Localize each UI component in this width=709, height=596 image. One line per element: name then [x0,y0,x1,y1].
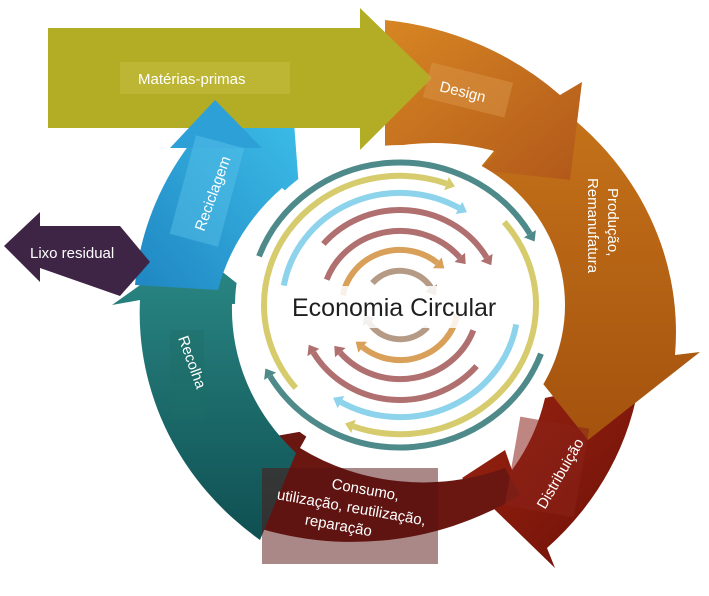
ring-arc [370,267,434,290]
reciclagem-label-box [169,135,245,247]
lixo-residual-arrow [4,212,150,296]
ring-sector-recolha [112,248,296,540]
ring-arrowhead [454,252,466,265]
lixo-residual-label: Lixo residual [30,245,114,262]
center-title-box [286,286,512,328]
ring-arrowhead [480,253,493,266]
center-title: Economia Circular [292,294,496,322]
ring-arrowhead [455,201,467,215]
ring-arc [280,189,461,287]
reciclagem-arrow-head [170,100,262,148]
ring-arc [339,246,440,297]
center-ring-arrows [256,159,544,451]
ring-arrowhead [333,395,345,409]
ring-arrowhead [307,344,320,357]
materias-primas-label: Matérias-primas [138,71,246,88]
ring-arrowhead [355,341,368,353]
ring-arc [267,352,544,451]
producao-label-line2: Remanufatura [584,178,601,274]
ring-arc [323,227,462,281]
materias-primas-arrow [48,8,432,150]
ring-arc [338,329,477,383]
ring-arc [321,207,490,260]
distribuicao-label-box [504,416,590,518]
recolha-label-box [170,330,204,420]
ring-arc [256,159,533,258]
ring-arrowhead [344,419,356,434]
ring-arrowhead [444,176,456,191]
consumo-label-box [262,468,438,564]
ring-arrowhead [523,230,536,242]
ring-arrowhead [334,345,346,358]
ring-arc [360,313,461,364]
ring-sector-producao [470,95,700,440]
ring-arc [366,320,430,343]
ring-arc [261,172,448,391]
ring-arrowhead [264,368,277,380]
ring-sector-reciclagem [135,96,300,290]
ring-arrowhead [432,257,445,269]
ring-arc [339,323,520,421]
design-label-box [422,62,514,118]
ring-arc [352,219,539,438]
producao-label-line1: Produção, [604,188,621,256]
ring-arc [310,350,479,403]
materias-primas-label-box [120,62,290,94]
